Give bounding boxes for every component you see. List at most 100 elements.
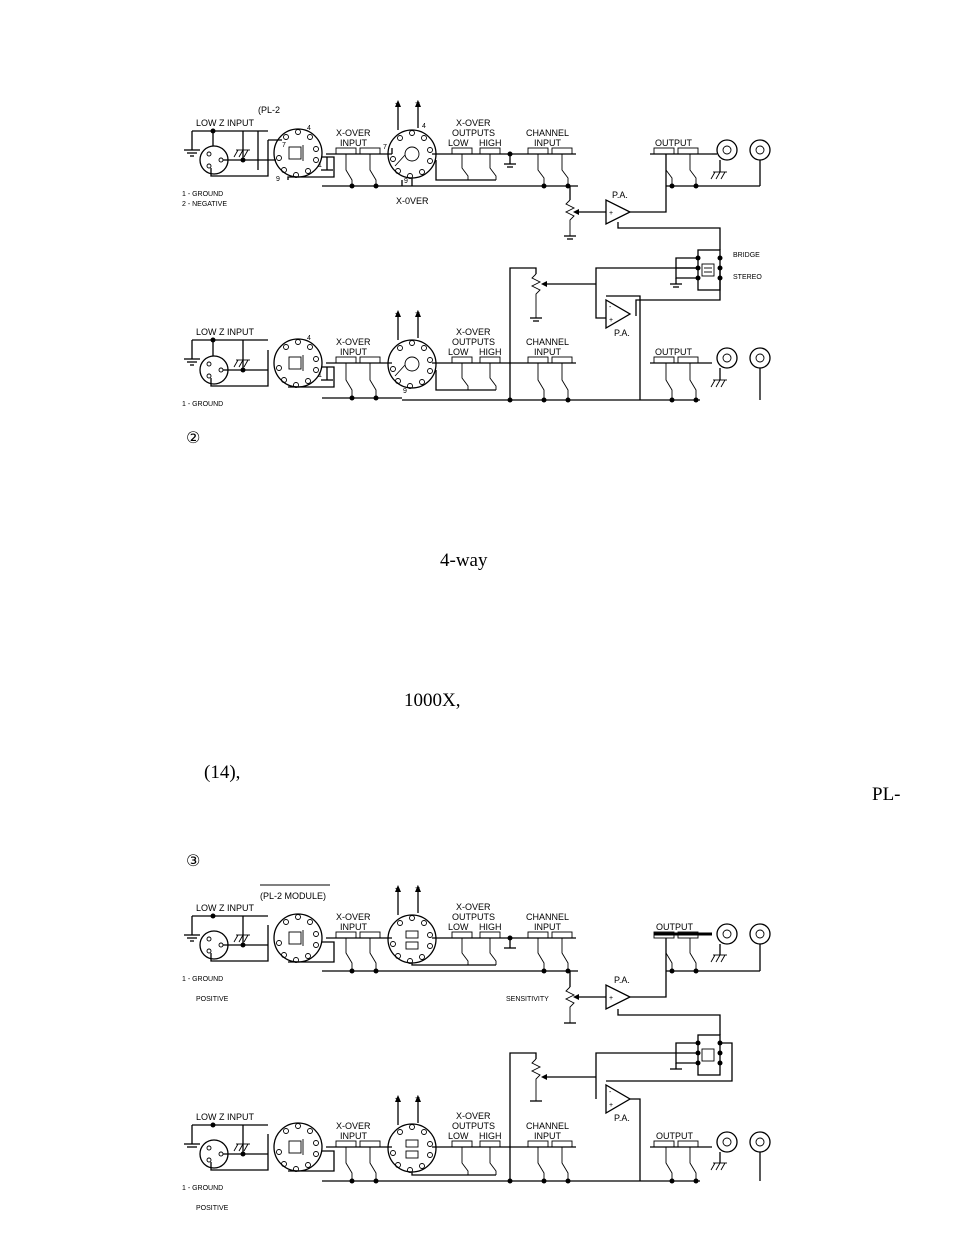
fig3-output-label-2: OUTPUT	[656, 1131, 694, 1141]
pa-amplifier-icon	[605, 198, 632, 226]
fig3-pa-amplifier-2-icon	[605, 1083, 632, 1115]
output-jack-4-icon	[749, 347, 771, 369]
output-jack-3-icon	[716, 347, 738, 369]
fig3-positive-note: POSITIVE	[196, 996, 229, 1003]
figure-3-wiring-diagram: (PL-2 MODULE) LOW Z INPUT 1 - GROUND POS…	[182, 883, 771, 1212]
fig3-channel-input-b1: CHANNEL	[526, 1121, 569, 1131]
fig3-xover-input-b2: INPUT	[340, 1131, 368, 1141]
plus-sign: +	[415, 98, 420, 108]
fig3-high: HIGH	[479, 922, 502, 932]
bridge-stereo-switch-icon	[697, 249, 721, 291]
channel-input-label-b1: CHANNEL	[526, 337, 569, 347]
svg-text:1: 1	[318, 372, 322, 379]
svg-text:7: 7	[282, 142, 286, 149]
fig2-top-channel: LOW Z INPUT (PL-2 1 - GROUND 2 - NEGATIV…	[182, 98, 771, 250]
fig3-channel-input-b2: INPUT	[534, 1131, 562, 1141]
minus-sign: -	[395, 98, 398, 108]
fig3-xover-outputs-b2: OUTPUTS	[452, 1121, 495, 1131]
fig3-high-2: HIGH	[479, 1131, 502, 1141]
fig3-xover-outputs-1: X-OVER	[456, 902, 491, 912]
xover-outputs-label-b2: OUTPUTS	[452, 337, 495, 347]
low-label: LOW	[448, 138, 469, 148]
fig3-output-jack-4-icon	[749, 1131, 771, 1153]
fig3-xover-input-2: INPUT	[340, 922, 368, 932]
fig3-ground-note-2: 1 - GROUND	[182, 1185, 223, 1192]
fig3-pa-label-2: P.A.	[614, 1113, 630, 1123]
fig3-bridge-switch-icon	[697, 1034, 721, 1076]
pa-label: P.A.	[612, 190, 628, 200]
channel-input-label-b2: INPUT	[534, 347, 562, 357]
xover-outputs-label-b1: X-OVER	[456, 327, 491, 337]
ground-note-2: 1 - GROUND	[182, 401, 223, 408]
xover-input-label-2: INPUT	[340, 138, 368, 148]
ground-note: 1 - GROUND	[182, 191, 223, 198]
fig3-top-channel: (PL-2 MODULE) LOW Z INPUT 1 - GROUND POS…	[182, 883, 771, 1024]
fig3-output-label: OUTPUT	[656, 922, 694, 932]
svg-text:-: -	[609, 1089, 612, 1096]
fig3-positive-note-2: POSITIVE	[196, 1205, 229, 1212]
fig3-output-jack-3-icon	[716, 1131, 738, 1153]
low-label-2: LOW	[448, 347, 469, 357]
svg-text:-: -	[609, 304, 612, 311]
svg-text:9: 9	[403, 388, 407, 395]
text-pl: PL-	[872, 784, 901, 805]
fig3-xover-outputs-b1: X-OVER	[456, 1111, 491, 1121]
plus-sign-2: +	[415, 308, 420, 318]
text-four-way: 4-way	[440, 550, 488, 571]
fig3-low: LOW	[448, 922, 469, 932]
fig2-bottom-channel: - + P.A. LOW Z INPUT 1 - GROUND 4	[182, 267, 771, 408]
low-z-input-label-2: LOW Z INPUT	[196, 327, 255, 337]
channel-input-label-2: INPUT	[534, 138, 562, 148]
svg-text:4: 4	[307, 125, 311, 132]
fig2-bridge-switch: BRIDGE STEREO	[595, 249, 762, 400]
negative-note: 2 - NEGATIVE	[182, 201, 227, 208]
bridge-label: BRIDGE	[733, 252, 760, 259]
fig3-channel-input-1: CHANNEL	[526, 912, 569, 922]
figure-3-number: ③	[186, 851, 201, 870]
fig3-output-jack-2-icon	[749, 923, 771, 945]
svg-text:+: +	[609, 995, 613, 1002]
fig3-xover-input-b1: X-OVER	[336, 1121, 371, 1131]
fig3-plus-2: +	[415, 1093, 420, 1103]
pl2-module-label: (PL-2 MODULE)	[260, 891, 326, 901]
fig3-plus: +	[415, 883, 420, 893]
fig3-minus: -	[395, 883, 398, 893]
output-label: OUTPUT	[655, 138, 693, 148]
svg-text:4: 4	[307, 335, 311, 342]
fig3-pa-amplifier-icon	[605, 983, 632, 1011]
fig3-pa-label: P.A.	[614, 975, 630, 985]
xover-input-label-b1: X-OVER	[336, 337, 371, 347]
fig3-xover-outputs-2: OUTPUTS	[452, 912, 495, 922]
xover-outputs-label-2: OUTPUTS	[452, 128, 495, 138]
svg-text:+: +	[609, 317, 613, 324]
figure-2-number: ②	[186, 428, 201, 447]
xover-input-label-1: X-OVER	[336, 128, 371, 138]
svg-text:+: +	[609, 210, 613, 217]
fig3-low-z-input-label: LOW Z INPUT	[196, 903, 255, 913]
fig3-output-jack-1-icon	[716, 923, 738, 945]
channel-input-label-1: CHANNEL	[526, 128, 569, 138]
xover-input-label-b2: INPUT	[340, 347, 368, 357]
pl2-label: (PL-2	[258, 105, 280, 115]
text-model: 1000X,	[404, 690, 461, 711]
figure-2-wiring-diagram: LOW Z INPUT (PL-2 1 - GROUND 2 - NEGATIV…	[182, 98, 771, 408]
svg-text:7: 7	[383, 144, 387, 151]
svg-text:1: 1	[318, 162, 322, 169]
svg-text:9: 9	[404, 178, 408, 185]
minus-sign-2: -	[395, 308, 398, 318]
output-jack-1-icon	[716, 139, 738, 161]
pa-amplifier-2-icon	[605, 298, 632, 330]
pa-label-2: P.A.	[614, 328, 630, 338]
xover-outputs-label-1: X-OVER	[456, 118, 491, 128]
svg-text:+: +	[609, 1102, 613, 1109]
fig3-low-2: LOW	[448, 1131, 469, 1141]
low-z-input-label: LOW Z INPUT	[196, 118, 255, 128]
fig3-minus-2: -	[395, 1093, 398, 1103]
high-label-2: HIGH	[479, 347, 502, 357]
svg-text:9: 9	[276, 176, 280, 183]
output-label-2: OUTPUT	[655, 347, 693, 357]
high-label: HIGH	[479, 138, 502, 148]
svg-text:4: 4	[422, 123, 426, 130]
fig3-channel-input-2: INPUT	[534, 922, 562, 932]
sensitivity-label: SENSITIVITY	[506, 996, 549, 1003]
